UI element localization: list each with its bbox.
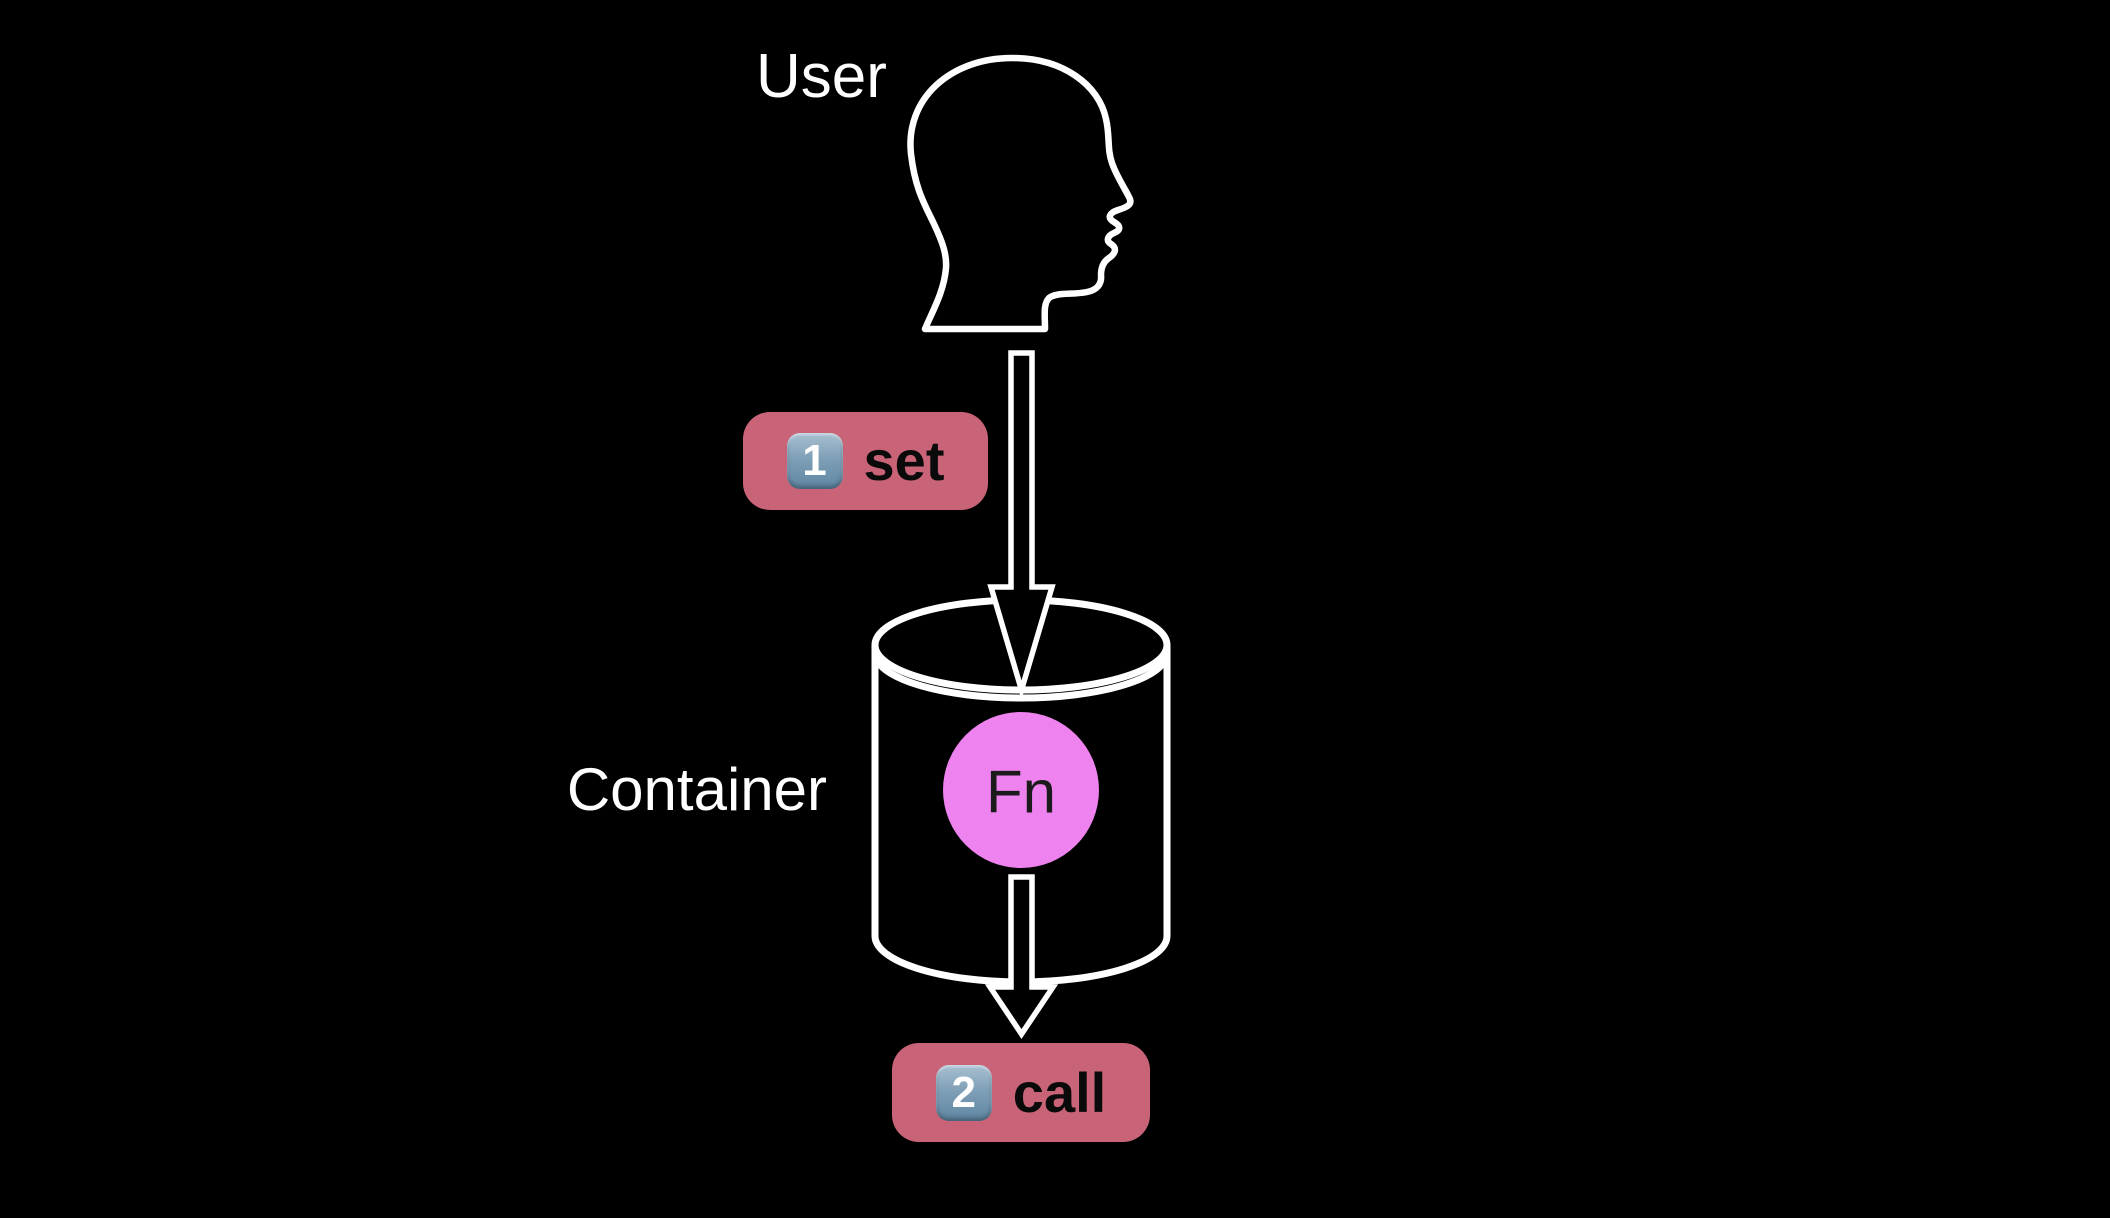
- flow-arrows: [984, 350, 1059, 1039]
- step-badge-set: 1 set: [743, 412, 988, 510]
- set-arrow-icon: [987, 350, 1056, 700]
- user-head-icon: [907, 54, 1134, 333]
- keycap-2-icon: 2: [935, 1064, 992, 1121]
- step-badge-call: 2 call: [892, 1043, 1150, 1142]
- keycap-2-number: 2: [951, 1067, 977, 1117]
- fn-node: [943, 712, 1099, 868]
- fn-label: Fn: [986, 759, 1056, 826]
- keycap-1-icon: 1: [786, 433, 843, 489]
- call-arrow-icon: [984, 874, 1059, 1039]
- user-label: User: [756, 42, 887, 111]
- cylinder-front-rim: [871, 652, 1171, 702]
- set-label: set: [863, 429, 945, 492]
- call-label: call: [1012, 1060, 1107, 1124]
- container-label: Container: [566, 756, 827, 823]
- keycap-1-number: 1: [802, 436, 827, 485]
